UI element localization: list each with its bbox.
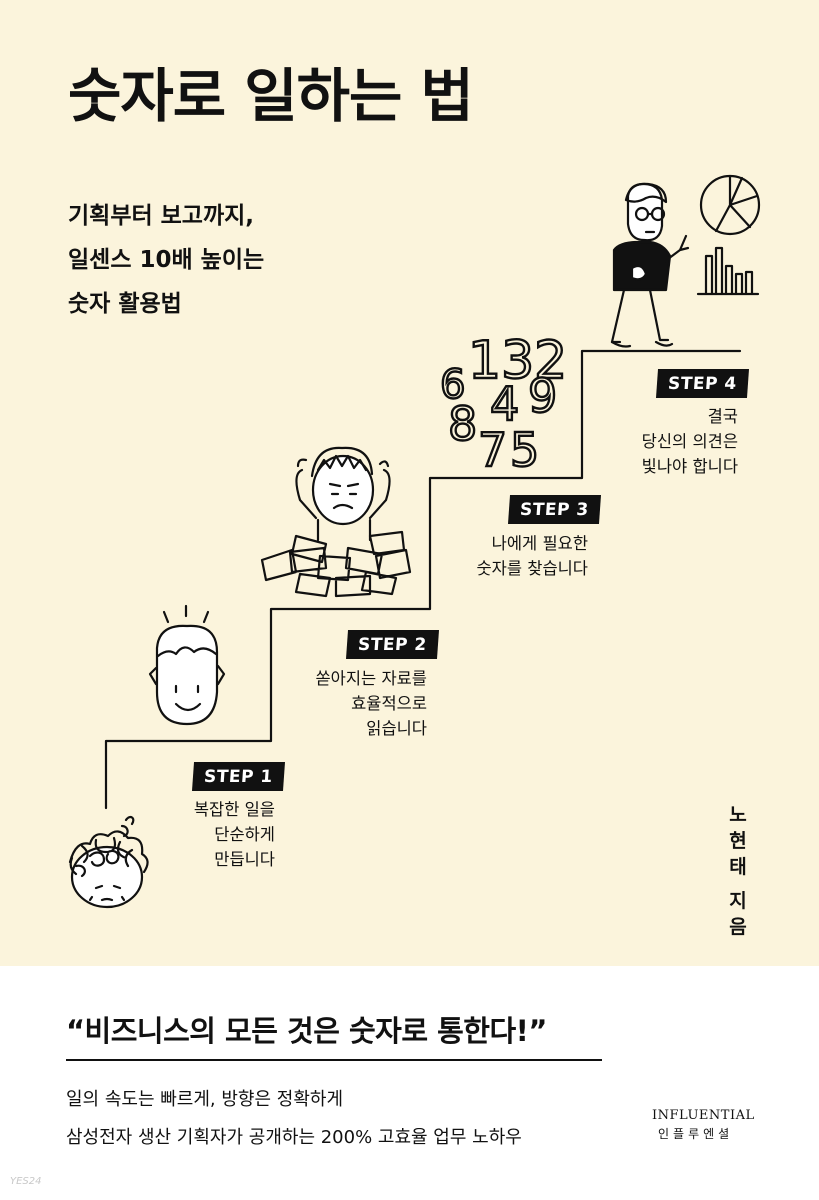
- step-2-description: 쏟아지는 자료를 효율적으로 읽습니다: [315, 666, 427, 741]
- stressed-person-illustration: [260, 446, 412, 598]
- number-132: 132: [468, 331, 567, 391]
- book-title: 숫자로 일하는 법: [68, 62, 474, 130]
- author-char: 태: [729, 856, 747, 878]
- bottom-band: [0, 966, 819, 1200]
- publisher-name-en: INFLUENTIAL: [652, 1108, 755, 1123]
- book-cover: 숫자로 일하는 법 기획부터 보고까지, 일센스 10배 높이는 숫자 활용법: [68, 62, 761, 940]
- step-line: 쏟아지는 자료를: [315, 669, 427, 688]
- step-line: 나에게 필요한: [491, 534, 588, 553]
- step-3-description: 나에게 필요한 숫자를 찾습니다: [476, 531, 588, 581]
- smiling-person-illustration: [148, 604, 226, 726]
- step-line: 읽습니다: [366, 719, 427, 738]
- tagline: 삼성전자 생산 기획자가 공개하는 200% 고효율 업무 노하우: [66, 1127, 522, 1148]
- step-line: 결국: [707, 407, 738, 426]
- author-credit: 노 현 태 지 음: [725, 802, 751, 940]
- presenter-illustration: [610, 174, 761, 348]
- tagline: 일의 속도는 빠르게, 방향은 정확하게: [66, 1089, 344, 1110]
- step-line: 당신의 의견은: [641, 432, 738, 451]
- subtitle-line: 기획부터 보고까지,: [68, 203, 255, 229]
- author-char: 현: [729, 830, 747, 852]
- step-1-description: 복잡한 일을 단순하게 만듭니다: [194, 797, 275, 872]
- step-line: 빛나야 합니다: [641, 457, 738, 476]
- staircase-illustration: 132 6 8 4 9 7 5: [68, 174, 761, 909]
- step-1-badge: STEP 1: [191, 762, 285, 791]
- number-8: 8: [448, 397, 477, 451]
- book-subtitle: 기획부터 보고까지, 일센스 10배 높이는 숫자 활용법: [68, 194, 264, 326]
- number-7: 7: [478, 423, 507, 477]
- step-line: 복잡한 일을: [193, 800, 275, 819]
- step-2-badge: STEP 2: [345, 630, 439, 659]
- publisher-name-ko: 인플루엔셜: [658, 1127, 734, 1141]
- floating-numbers: 132 6 8 4 9 7 5: [439, 330, 569, 478]
- step-line: 효율적으로: [351, 694, 427, 713]
- number-4: 4: [490, 377, 519, 431]
- step-line: 숫자를 찾습니다: [476, 559, 588, 578]
- number-5: 5: [510, 423, 539, 477]
- publisher-logo: INFLUENTIAL 인플루엔셜: [652, 1108, 755, 1142]
- frustrated-person-illustration: [68, 815, 149, 909]
- headline-quote: “비즈니스의 모든 것은 숫자로 통한다!”: [66, 1014, 547, 1048]
- step-3-badge: STEP 3: [507, 495, 601, 524]
- step-line: 단순하게: [214, 825, 275, 844]
- number-9: 9: [528, 369, 557, 423]
- step-line: 만듭니다: [214, 850, 275, 869]
- subtitle-line: 일센스 10배 높이는: [68, 247, 265, 273]
- divider: [66, 1059, 602, 1061]
- stair-line: [104, 349, 742, 810]
- step-4-badge: STEP 4: [655, 369, 749, 398]
- author-role-char: 음: [729, 916, 747, 938]
- step-4-description: 결국 당신의 의견은 빛나야 합니다: [642, 404, 738, 479]
- author-char: 노: [729, 804, 747, 826]
- author-role-char: 지: [729, 890, 747, 912]
- subtitle-line: 숫자 활용법: [68, 291, 182, 317]
- number-6: 6: [440, 362, 465, 408]
- watermark: YES24: [10, 1176, 42, 1187]
